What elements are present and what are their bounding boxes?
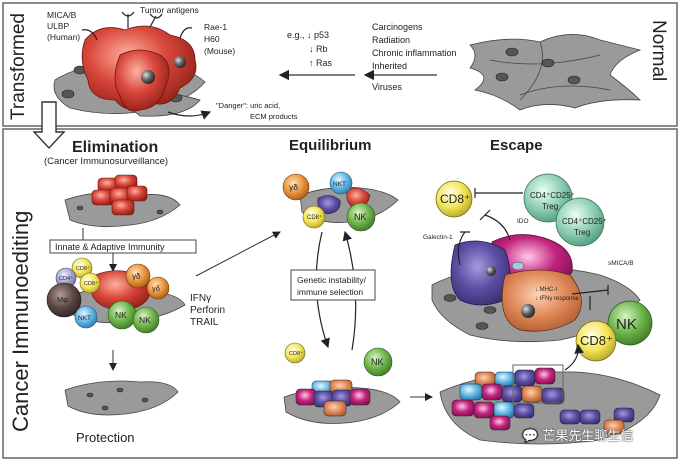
tumor-antigens-label: Tumor antigens <box>140 5 199 15</box>
gd-label-eq: γδ <box>289 182 298 192</box>
mouse-label: (Mouse) <box>204 46 235 56</box>
cause-viruses: Viruses <box>372 82 402 92</box>
smica-label: sMICA/B <box>608 260 634 267</box>
ulbp-label: ULBP <box>47 21 70 31</box>
effector-ifng: IFNγ <box>190 293 211 304</box>
cd8-label-escape: CD8⁺ <box>440 192 470 206</box>
cd8-cell-2 <box>79 272 101 294</box>
cd8-label: CD8⁺ <box>76 265 90 272</box>
escape-cluster: CD8⁺ CD4⁺CD25⁺ Treg CD4⁺CD25⁺ Treg NK CD… <box>431 173 653 362</box>
mica-label: MICA/B <box>47 10 77 20</box>
transformed-panel <box>2 2 678 127</box>
elimination-subtitle: (Cancer Immunosurveillance) <box>44 156 168 167</box>
nk-label-eq-low: NK <box>371 357 384 367</box>
nk-label-eq: NK <box>354 212 367 222</box>
nkt-label: NKT <box>78 315 91 322</box>
innate-adaptive-label: Innate & Adaptive Immunity <box>55 242 165 252</box>
gd-label: γδ <box>132 272 141 281</box>
down-arrow-icon <box>32 101 66 150</box>
equilibrium-bottom-cluster: CD8⁺ NK <box>283 342 401 424</box>
nk-label-2: NK <box>139 315 151 325</box>
cd8-cell-escape <box>435 180 473 218</box>
cause-inherited: Inherited <box>372 61 407 71</box>
treg2-marker-label: CD4⁺CD25⁺ <box>562 217 607 226</box>
elimination-title: Elimination <box>72 139 158 156</box>
innate-adaptive-box <box>49 239 197 254</box>
purple-tumor-cell <box>450 240 511 306</box>
watermark-text: 芒果先生聊生信 <box>542 429 634 444</box>
nkt-cell <box>74 305 98 329</box>
galectin-label: Galectin-1 <box>423 234 453 241</box>
mutation-ras: ↑ Ras <box>309 58 333 68</box>
treg-cell-2 <box>555 197 605 247</box>
nkt-cell-eq <box>329 171 353 195</box>
elimination-tumor-sheet <box>64 174 181 228</box>
cause-carcinogens: Carcinogens <box>372 22 423 32</box>
effector-trail: TRAIL <box>190 317 219 328</box>
equilibrium-top-cluster: γδ NKT CD8⁺ NK <box>282 171 399 232</box>
genetic-instability-label: Genetic instability/ <box>297 275 367 285</box>
mutation-rb: ↓ Rb <box>309 44 328 54</box>
protection-label: Protection <box>76 430 135 445</box>
treg1-marker-label: CD4⁺CD25⁺ <box>530 191 575 200</box>
ecm-label: ECM products <box>250 112 298 121</box>
macrophage-label: Mφ <box>57 295 68 304</box>
nk-cell-eq <box>346 202 376 232</box>
watermark: 💬 芒果先生聊生信 <box>522 425 633 444</box>
cd8-cell-eq <box>302 205 326 229</box>
nkt-label-eq: NKT <box>333 181 346 188</box>
h60-label: H60 <box>204 34 220 44</box>
cd8-label-eq: CD8⁺ <box>307 214 322 221</box>
cd8-label-escape-2: CD8⁺ <box>580 333 613 348</box>
cd8-label-2: CD8⁺ <box>84 280 98 287</box>
gd-cell-2 <box>146 276 170 300</box>
normal-cell-sheet <box>469 34 642 111</box>
immune-selection-label: immune selection <box>297 287 363 297</box>
transformed-label: Transformed <box>8 13 29 120</box>
immunoediting-label: Cancer Immunoediting <box>8 211 33 432</box>
escape-tumor-sheet <box>439 364 661 445</box>
cause-inflammation: Chronic inflammation <box>372 48 457 58</box>
treg2-label: Treg <box>574 228 590 237</box>
normal-label: Normal <box>648 20 669 81</box>
highlight-box <box>512 364 564 404</box>
human-label: (Human) <box>47 32 80 42</box>
nk-cell-escape <box>607 300 653 346</box>
danger-label: "Danger": uric acid, <box>216 101 280 110</box>
nk-label: NK <box>115 310 127 320</box>
escape-title: Escape <box>490 137 543 154</box>
immunoediting-panel <box>2 128 678 459</box>
cd8-cell-eq-low <box>284 342 306 364</box>
effector-perforin: Perforin <box>190 305 225 316</box>
nk-label-escape: NK <box>616 316 637 333</box>
elimination-immune-attack: CD8⁺ CD4⁺ CD8⁺ γδ γδ Mφ NKT NK NK <box>46 257 186 334</box>
equilibrium-title: Equilibrium <box>289 137 372 154</box>
ifng-response-label: ↓ IFNγ response <box>535 296 579 302</box>
orange-tumor-cell <box>501 269 582 332</box>
transformed-tumor-cluster <box>53 11 212 120</box>
cd8-label-eq-low: CD8⁺ <box>289 350 303 357</box>
wechat-icon: 💬 <box>522 429 539 444</box>
nk-cell-2 <box>132 306 160 334</box>
genetic-instability-box <box>290 269 376 301</box>
cause-radiation: Radiation <box>372 35 410 45</box>
protection-cell-sheet <box>64 380 179 416</box>
macrophage-cell <box>46 282 82 318</box>
cd8-cell-escape-2 <box>575 320 617 362</box>
gd-cell-eq <box>282 173 310 201</box>
mhc-label: ↓ MHC-I <box>535 287 557 293</box>
nk-cell-eq-low <box>363 347 393 377</box>
gd-label-2: γδ <box>152 284 160 293</box>
mutation-p53: e.g., ↓ p53 <box>287 30 329 40</box>
ido-label: IDO <box>517 218 529 225</box>
cd4-label: CD4⁺ <box>59 275 73 282</box>
treg1-label: Treg <box>542 202 558 211</box>
rae1-label: Rae-1 <box>204 22 227 32</box>
gd-cell <box>125 263 151 289</box>
